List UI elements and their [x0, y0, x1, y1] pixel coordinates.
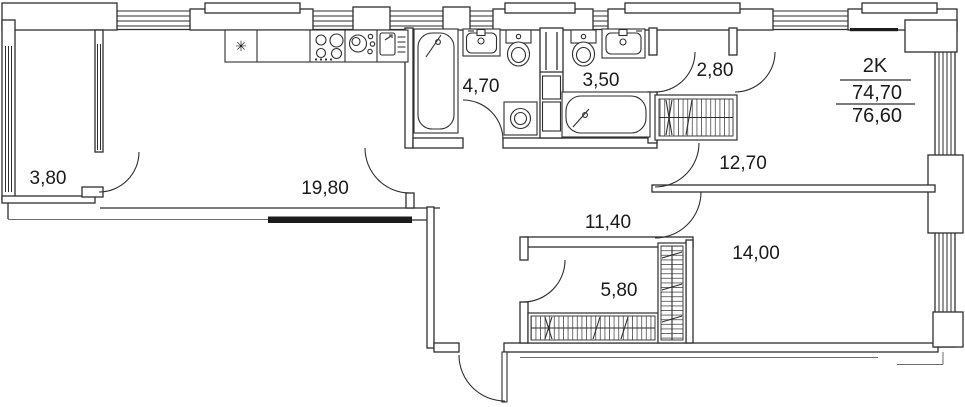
- room-labels: 3,80 19,80 4,70 3,50 2,80 12,70 11,40 14…: [30, 60, 780, 301]
- hallway-area-label: 11,40: [585, 212, 631, 233]
- bedroom1-door-arc: [654, 142, 700, 188]
- doors: [98, 51, 776, 403]
- balcony-area-label: 3,80: [30, 168, 67, 189]
- bedroom2-door-arc: [654, 191, 702, 239]
- hob-icon: [348, 33, 376, 55]
- bedroom1-area-label: 12,70: [719, 153, 767, 174]
- right-bottom-pier: [932, 311, 964, 348]
- right-top-corner-pier: [904, 19, 958, 53]
- total-area: 76,60: [852, 105, 902, 127]
- bottom-left-wall: [8, 207, 440, 223]
- ensuite-door-arc: [654, 51, 696, 93]
- bedroom2-side-window-glazing: [938, 233, 952, 312]
- stove-icon: [314, 33, 344, 61]
- kitchen-bath-divider: [404, 27, 414, 149]
- top-window-glazing: [117, 10, 848, 27]
- balcony-left-window-glazing: [5, 46, 12, 192]
- entrance-door-leaf: [501, 351, 508, 403]
- balcony-bottom-wall: [1, 195, 96, 204]
- top-wall-solid-segment: [850, 28, 898, 32]
- closet-bedroom1-door-arc: [734, 51, 776, 93]
- wardrobe-bottom-hatch: [527, 312, 659, 344]
- wardrobe-door-arc: [522, 259, 566, 303]
- living-area-total: 74,70: [852, 82, 902, 104]
- bedrooms-partition: [651, 184, 936, 193]
- wardrobe-area-label: 5,80: [601, 280, 638, 301]
- ensuite-area-label: 3,50: [583, 70, 620, 91]
- unit-type-label: 2K: [863, 55, 888, 77]
- balcony-divider-wall: [94, 29, 104, 153]
- entrance-door: [458, 351, 508, 403]
- living-hall-door-arc: [364, 147, 411, 194]
- closet-area-label: 2,80: [697, 60, 734, 81]
- closet-280-wardrobe: [654, 94, 738, 141]
- duct-shaft: [539, 27, 564, 139]
- bathroom-door-arc: [462, 99, 504, 141]
- kitchen-sink-icon: [379, 32, 406, 56]
- right-middle-pier: [927, 154, 964, 234]
- washbasin-icon: [462, 28, 501, 57]
- svg-text:✳: ✳: [235, 38, 247, 54]
- bathtub-horizontal-icon: [561, 91, 651, 138]
- fridge-icon: ✳: [235, 38, 247, 54]
- left-facade-wall: [1, 19, 96, 219]
- bathroom-area-label: 4,70: [463, 76, 500, 97]
- washing-machine-icon: [503, 101, 538, 136]
- wardrobe-right-hatch: [657, 242, 687, 344]
- right-facade-wall: [904, 19, 964, 348]
- bottom-right-wall: [503, 342, 939, 353]
- unit-info-block: 2K 74,70 76,60: [836, 55, 915, 127]
- interior-walls: [81, 27, 936, 344]
- living-area-label: 19,80: [301, 178, 349, 199]
- toilet-2-icon: [570, 29, 597, 67]
- washbasin-2-icon: [601, 28, 646, 59]
- top-facade-wall: [1, 2, 958, 32]
- kitchen-counter: ✳: [224, 29, 409, 63]
- bedroom2-area-label: 14,00: [732, 243, 780, 264]
- toilet-icon: [505, 29, 532, 67]
- exterior-facade-lines: [520, 352, 944, 365]
- top-wall-piers: [1, 2, 958, 31]
- entrance-door-arc: [458, 354, 506, 402]
- balcony-door-arc: [98, 151, 140, 193]
- bathtub-vertical-icon: [413, 28, 459, 134]
- bedroom1-side-window-glazing: [938, 50, 952, 155]
- wardrobe-bedroom2-wall: [685, 239, 694, 344]
